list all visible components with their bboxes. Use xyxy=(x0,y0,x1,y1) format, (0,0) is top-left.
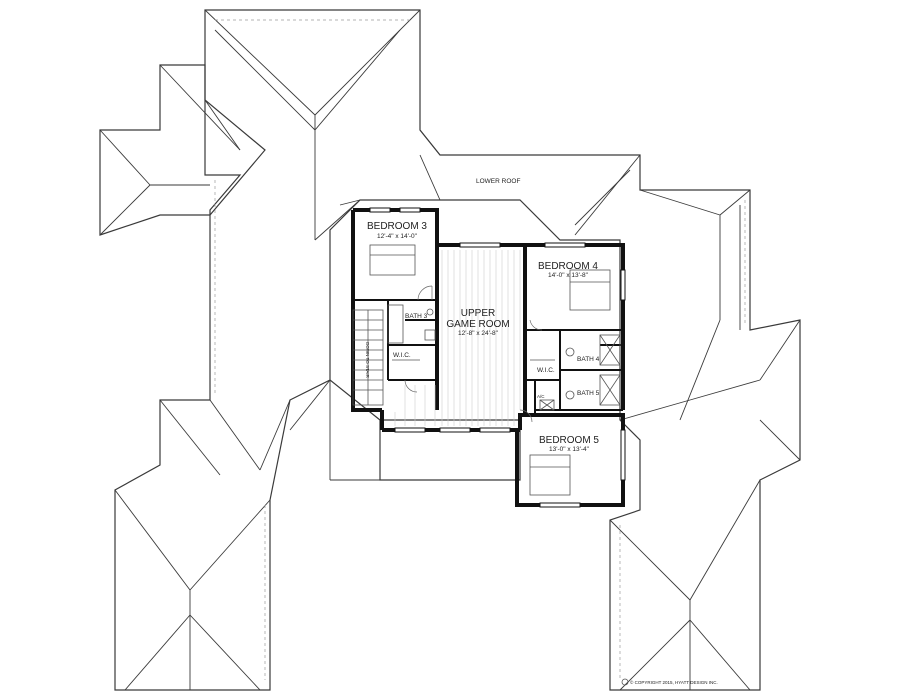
walls xyxy=(351,208,625,507)
roof-lines xyxy=(99,9,801,691)
copyright-mark xyxy=(621,678,629,686)
game-room-name-line2: GAME ROOM xyxy=(446,319,509,330)
game-room-name-line1: UPPER xyxy=(461,308,495,319)
fixtures xyxy=(369,244,621,496)
wic2-label: W.I.C. xyxy=(537,367,555,374)
bedroom3-name: BEDROOM 3 xyxy=(367,221,427,232)
bedroom4-dim: 14'-0" x 13'-8" xyxy=(548,272,589,279)
windows xyxy=(369,207,626,508)
game-room-floor-boards xyxy=(394,250,521,426)
wic1-label: W.I.C. xyxy=(393,352,411,359)
doors xyxy=(404,285,543,423)
bedroom4-name: BEDROOM 4 xyxy=(538,261,598,272)
bedroom5-name: BEDROOM 5 xyxy=(539,435,599,446)
labels: LOWER ROOF BEDROOM 3 12'-4" x 14'-0" UPP… xyxy=(365,178,718,686)
bedroom3-dim: 12'-4" x 14'-0" xyxy=(377,233,418,240)
bath5-label: BATH 5 xyxy=(577,390,600,397)
bath4-label: BATH 4 xyxy=(577,356,600,363)
bath3-label: BATH 3 xyxy=(405,313,428,320)
stair-treads xyxy=(353,310,383,405)
game-room-dim: 12'-8" x 24'-8" xyxy=(458,330,499,337)
lower-roof-label: LOWER ROOF xyxy=(476,178,520,185)
copyright-text: © COPYRIGHT 2015, HYATT DESIGN INC. xyxy=(630,679,718,685)
ahu-label: A/C xyxy=(537,394,545,399)
stairs-label: DOWN TO STAIR xyxy=(365,342,370,379)
bedroom5-dim: 13'-0" x 13'-4" xyxy=(549,446,590,453)
